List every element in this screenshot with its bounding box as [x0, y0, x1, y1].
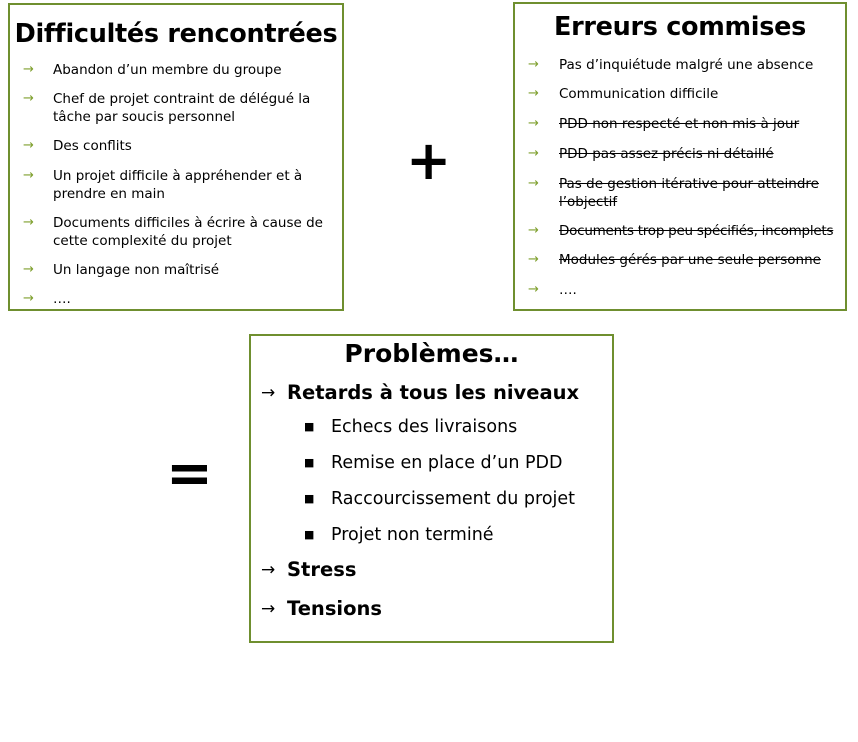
arrow-right-icon: →: [23, 215, 34, 230]
problemes-box: Problèmes… → Retards à tous les niveaux …: [249, 334, 614, 643]
arrow-right-icon: →: [23, 291, 34, 306]
square-bullet-icon: ■: [304, 420, 315, 433]
arrow-right-icon: →: [261, 560, 276, 580]
arrow-right-icon: →: [23, 62, 34, 77]
arrow-right-icon: →: [23, 91, 34, 106]
arrow-right-icon: →: [528, 176, 539, 191]
square-bullet-icon: ■: [304, 492, 315, 505]
arrow-right-icon: →: [528, 116, 539, 131]
erreurs-list: → Pas d’inquiétude malgré une absence → …: [515, 56, 845, 299]
plus-sign: +: [406, 129, 452, 192]
arrow-right-icon: →: [261, 383, 276, 403]
square-bullet-icon: ■: [304, 528, 315, 541]
arrow-right-icon: →: [23, 138, 34, 153]
list-item: → Un projet difficile à appréhender et à…: [23, 168, 303, 202]
list-item: → Tensions: [261, 597, 382, 620]
difficultes-title: Difficultés rencontrées: [14, 19, 338, 49]
arrow-right-icon: →: [528, 252, 539, 267]
sub-list-item: ■ Projet non terminé: [304, 525, 494, 545]
list-item: → Documents difficiles à écrire à cause …: [23, 215, 323, 249]
equals-sign: =: [166, 441, 213, 506]
list-item: → ….: [23, 291, 71, 307]
list-item: → Pas d’inquiétude malgré une absence: [528, 57, 814, 73]
erreurs-title: Erreurs commises: [553, 12, 807, 42]
list-item: → PDD non respecté et non mis à jour: [528, 116, 800, 132]
list-item: → Modules gérés par une seule personne: [528, 252, 821, 268]
arrow-right-icon: →: [528, 282, 539, 297]
arrow-right-icon: →: [261, 599, 276, 619]
list-item: → ….: [528, 282, 577, 298]
difficultes-list: → Abandon d’un membre du groupe → Chef d…: [10, 61, 342, 308]
list-item: → Pas de gestion itérative pour atteindr…: [528, 176, 819, 210]
list-item: → Chef de projet contraint de délégué la…: [23, 91, 311, 125]
sub-list-item: ■ Remise en place d’un PDD: [304, 453, 563, 473]
list-item: → Retards à tous les niveaux: [261, 381, 580, 404]
difficultes-box: Difficultés rencontrées → Abandon d’un m…: [8, 3, 344, 311]
arrow-right-icon: →: [23, 262, 34, 277]
sub-list-item: ■ Raccourcissement du projet: [304, 489, 576, 509]
problemes-title: Problèmes…: [344, 339, 519, 368]
arrow-right-icon: →: [528, 86, 539, 101]
list-item: → Stress: [261, 558, 357, 581]
arrow-right-icon: →: [528, 146, 539, 161]
square-bullet-icon: ■: [304, 456, 315, 469]
list-item: → Abandon d’un membre du groupe: [23, 62, 282, 78]
list-item: → Un langage non maîtrisé: [23, 262, 220, 278]
list-item: → Documents trop peu spécifiés, incomple…: [528, 223, 834, 239]
list-item: → Des conflits: [23, 138, 132, 154]
erreurs-box: Erreurs commises → Pas d’inquiétude malg…: [513, 2, 847, 311]
arrow-right-icon: →: [528, 57, 539, 72]
arrow-right-icon: →: [23, 168, 34, 183]
list-item: → PDD pas assez précis ni détaillé: [528, 146, 774, 162]
arrow-right-icon: →: [528, 223, 539, 238]
sub-list-item: ■ Echecs des livraisons: [304, 417, 518, 437]
list-item: → Communication difficile: [528, 86, 719, 102]
